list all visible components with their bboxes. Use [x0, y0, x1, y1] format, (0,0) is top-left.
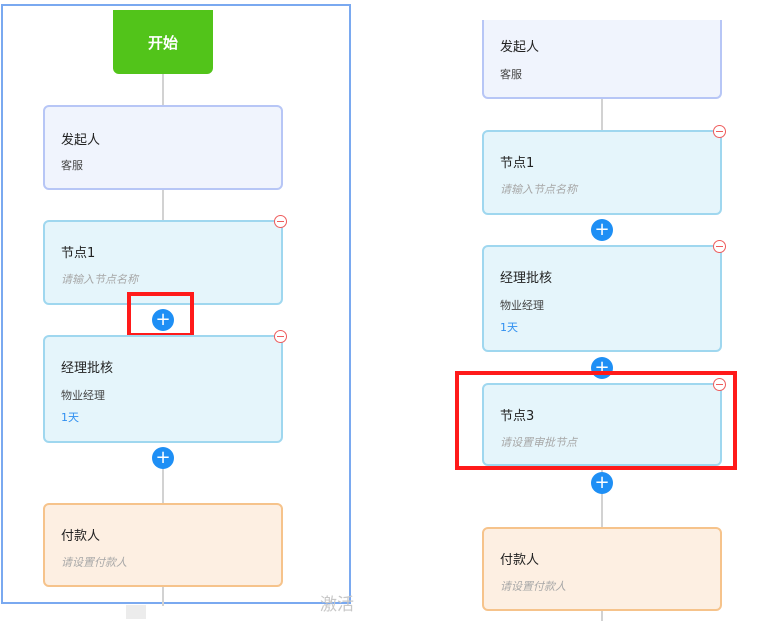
delete-node1-icon[interactable] — [274, 215, 287, 228]
node3-placeholder: 请设置审批节点 — [500, 436, 577, 449]
initiator-card[interactable]: 发起人 客服 — [43, 105, 283, 190]
delete-node3-icon[interactable] — [713, 378, 726, 391]
manager-approval-duration: 1天 — [61, 411, 79, 424]
payer-card[interactable]: 付款人 请设置付款人 — [43, 503, 283, 587]
initiator-card[interactable]: 发起人 客服 — [482, 20, 722, 99]
connector — [162, 586, 164, 606]
initiator-title: 发起人 — [61, 133, 101, 148]
scroll-remnant — [126, 605, 146, 619]
highlight-box-add-button — [127, 292, 194, 337]
manager-approval-title: 经理批核 — [500, 271, 553, 286]
node3-card[interactable]: 节点3 请设置审批节点 — [482, 383, 722, 466]
initiator-value: 客服 — [61, 159, 83, 172]
add-node-button[interactable]: + — [591, 219, 613, 241]
add-node-button[interactable]: + — [591, 472, 613, 494]
connector — [601, 98, 603, 131]
highlight-box-node3 — [455, 371, 737, 470]
payer-placeholder: 请设置付款人 — [500, 580, 566, 593]
delete-manager-approval-icon[interactable] — [274, 330, 287, 343]
activation-watermark: 激活 — [320, 595, 354, 615]
manager-approval-card[interactable]: 经理批核 物业经理 1天 — [482, 245, 722, 352]
initiator-title: 发起人 — [500, 40, 540, 55]
add-node-button[interactable]: + — [152, 447, 174, 469]
connector — [162, 74, 164, 106]
connector — [162, 468, 164, 504]
node1-card[interactable]: 节点1 请输入节点名称 — [482, 130, 722, 215]
manager-approval-role: 物业经理 — [61, 389, 105, 402]
node1-title: 节点1 — [61, 246, 96, 261]
payer-title: 付款人 — [61, 529, 101, 544]
delete-manager-approval-icon[interactable] — [713, 240, 726, 253]
manager-approval-card[interactable]: 经理批核 物业经理 1天 — [43, 335, 283, 443]
manager-approval-title: 经理批核 — [61, 361, 114, 376]
manager-approval-role: 物业经理 — [500, 299, 544, 312]
node1-title: 节点1 — [500, 156, 535, 171]
connector — [601, 465, 603, 528]
node1-placeholder: 请输入节点名称 — [500, 183, 577, 196]
node1-placeholder: 请输入节点名称 — [61, 273, 138, 286]
start-node[interactable]: 开始 — [113, 10, 213, 74]
node3-title: 节点3 — [500, 409, 535, 424]
add-node-button[interactable]: + — [152, 309, 174, 331]
payer-title: 付款人 — [500, 553, 540, 568]
connector — [162, 189, 164, 221]
payer-card[interactable]: 付款人 请设置付款人 — [482, 527, 722, 611]
connector — [601, 609, 603, 621]
start-label: 开始 — [147, 33, 178, 52]
initiator-value: 客服 — [500, 68, 522, 81]
payer-placeholder: 请设置付款人 — [61, 556, 127, 569]
node1-card[interactable]: 节点1 请输入节点名称 — [43, 220, 283, 305]
delete-node1-icon[interactable] — [713, 125, 726, 138]
manager-approval-duration: 1天 — [500, 321, 518, 334]
